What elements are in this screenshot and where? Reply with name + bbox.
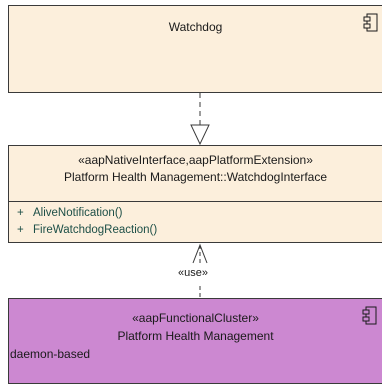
cluster-stereotype: «aapFunctionalCluster» bbox=[132, 311, 259, 325]
operation-visibility: + bbox=[17, 224, 24, 236]
realization-arrowhead bbox=[190, 124, 210, 146]
watchdog-name: Watchdog bbox=[168, 20, 223, 34]
interface-stereotype: «aapNativeInterface,aapPlatformExtension… bbox=[78, 153, 313, 167]
operation-visibility: + bbox=[17, 207, 24, 219]
operation-fire-watchdog-reaction: + FireWatchdogReaction() bbox=[17, 224, 157, 236]
component-icon bbox=[363, 13, 378, 32]
operation-name: FireWatchdogReaction() bbox=[33, 224, 158, 236]
use-arrowhead bbox=[192, 243, 208, 264]
interface-name: Platform Health Management::WatchdogInte… bbox=[63, 170, 328, 184]
component-icon bbox=[362, 306, 377, 325]
use-label: «use» bbox=[178, 267, 208, 279]
operation-name: AliveNotification() bbox=[33, 207, 123, 219]
cluster-name: Platform Health Management bbox=[117, 329, 274, 343]
cluster-note: daemon-based bbox=[10, 347, 91, 361]
interface-divider bbox=[9, 201, 382, 202]
watchdog-interface[interactable]: «aapNativeInterface,aapPlatformExtension… bbox=[8, 145, 382, 243]
watchdog-component[interactable]: Watchdog bbox=[8, 5, 382, 93]
operation-alive-notification: + AliveNotification() bbox=[17, 207, 122, 219]
platform-health-management-component[interactable]: «aapFunctionalCluster» Platform Health M… bbox=[8, 298, 382, 384]
